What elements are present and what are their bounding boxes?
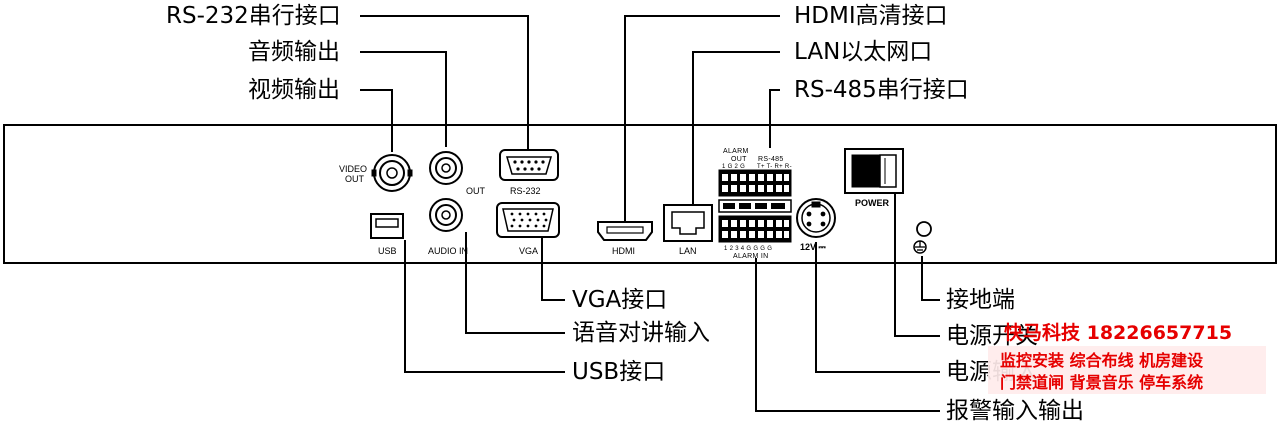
callout-vga: VGA接口: [572, 287, 668, 313]
label-audio-in: AUDIO IN: [428, 246, 469, 256]
leader-lines: [360, 15, 940, 412]
callout-power-switch: 电源开关: [946, 323, 1038, 349]
label-rs485-small: RS-485: [758, 156, 784, 163]
callout-audio-in: 语音对讲输入: [572, 320, 710, 346]
label-alarm-top: ALARM: [723, 148, 749, 155]
device-body: [3, 124, 1277, 264]
callout-rs232: RS-232串行接口: [166, 3, 341, 29]
label-hdmi: HDMI: [612, 246, 635, 256]
power-switch-leader: [894, 192, 940, 337]
label-alarm-out: OUT: [731, 156, 747, 163]
alarm-terminal-blocks: [718, 169, 792, 243]
label-rs485-pins: T+ T- R+ R-: [757, 164, 792, 170]
callout-hdmi: HDMI高清接口: [794, 3, 948, 29]
label-audio-out: OUT: [466, 186, 485, 196]
lan-leader: [692, 51, 780, 205]
watermark-services-line2: 门禁道闸 背景音乐 停车系统: [1000, 373, 1204, 392]
label-power: POWER: [855, 198, 890, 208]
rs232-leader: [360, 15, 529, 150]
watermark-services-line1: 监控安装 综合布线 机房建设: [1000, 351, 1204, 370]
callout-usb: USB接口: [572, 359, 666, 385]
ground-terminal: [913, 221, 932, 254]
label-12v: 12V ⎓: [800, 242, 826, 252]
label-video-out-2: OUT: [345, 174, 364, 184]
power-rocker-switch: [844, 148, 904, 194]
hdmi-connector: [597, 221, 653, 241]
ground-leader: [921, 256, 940, 301]
usb-leader: [404, 240, 565, 373]
label-alarm-in-pins: 1 2 3 4 G G G G: [724, 246, 773, 252]
audio-in-leader: [465, 232, 565, 334]
power-input-din-connector: [796, 198, 836, 238]
video-out-leader: [360, 89, 393, 152]
label-video-out-1: VIDEO: [339, 164, 368, 174]
callout-rs485: RS-485串行接口: [794, 77, 969, 103]
rs485-leader: [769, 89, 780, 148]
callout-ground: 接地端: [946, 287, 1015, 313]
rs232-db9-connector: [499, 149, 559, 181]
callout-lan: LAN以太网口: [794, 39, 933, 65]
power-in-leader: [815, 242, 940, 373]
watermark-phone: 快马科技 18226657715: [1004, 322, 1233, 344]
audio-out-leader: [360, 51, 447, 147]
vga-db15-connector: [496, 202, 560, 238]
callout-audio-out: 音频输出: [248, 39, 340, 65]
audio-in-rca-connector: [429, 198, 463, 232]
vga-leader: [541, 238, 565, 301]
callout-video-out: 视频输出: [248, 77, 340, 103]
video-out-bnc-connector: [371, 154, 413, 192]
label-alarm-in: ALARM IN: [733, 253, 769, 260]
audio-out-rca-connector: [429, 151, 463, 185]
callout-alarm-io: 报警输入输出: [946, 398, 1084, 424]
usb-connector: [370, 213, 404, 239]
watermark-background: [988, 346, 1266, 394]
label-lan: LAN: [679, 246, 697, 256]
label-usb: USB: [378, 246, 397, 256]
hdmi-leader: [624, 15, 780, 222]
label-rs232: RS-232: [510, 186, 541, 196]
lan-rj45-connector: [663, 204, 713, 242]
alarm-io-leader: [755, 258, 940, 412]
label-alarm-out-pins: 1 G 2 G: [722, 164, 746, 170]
label-vga: VGA: [519, 246, 539, 256]
